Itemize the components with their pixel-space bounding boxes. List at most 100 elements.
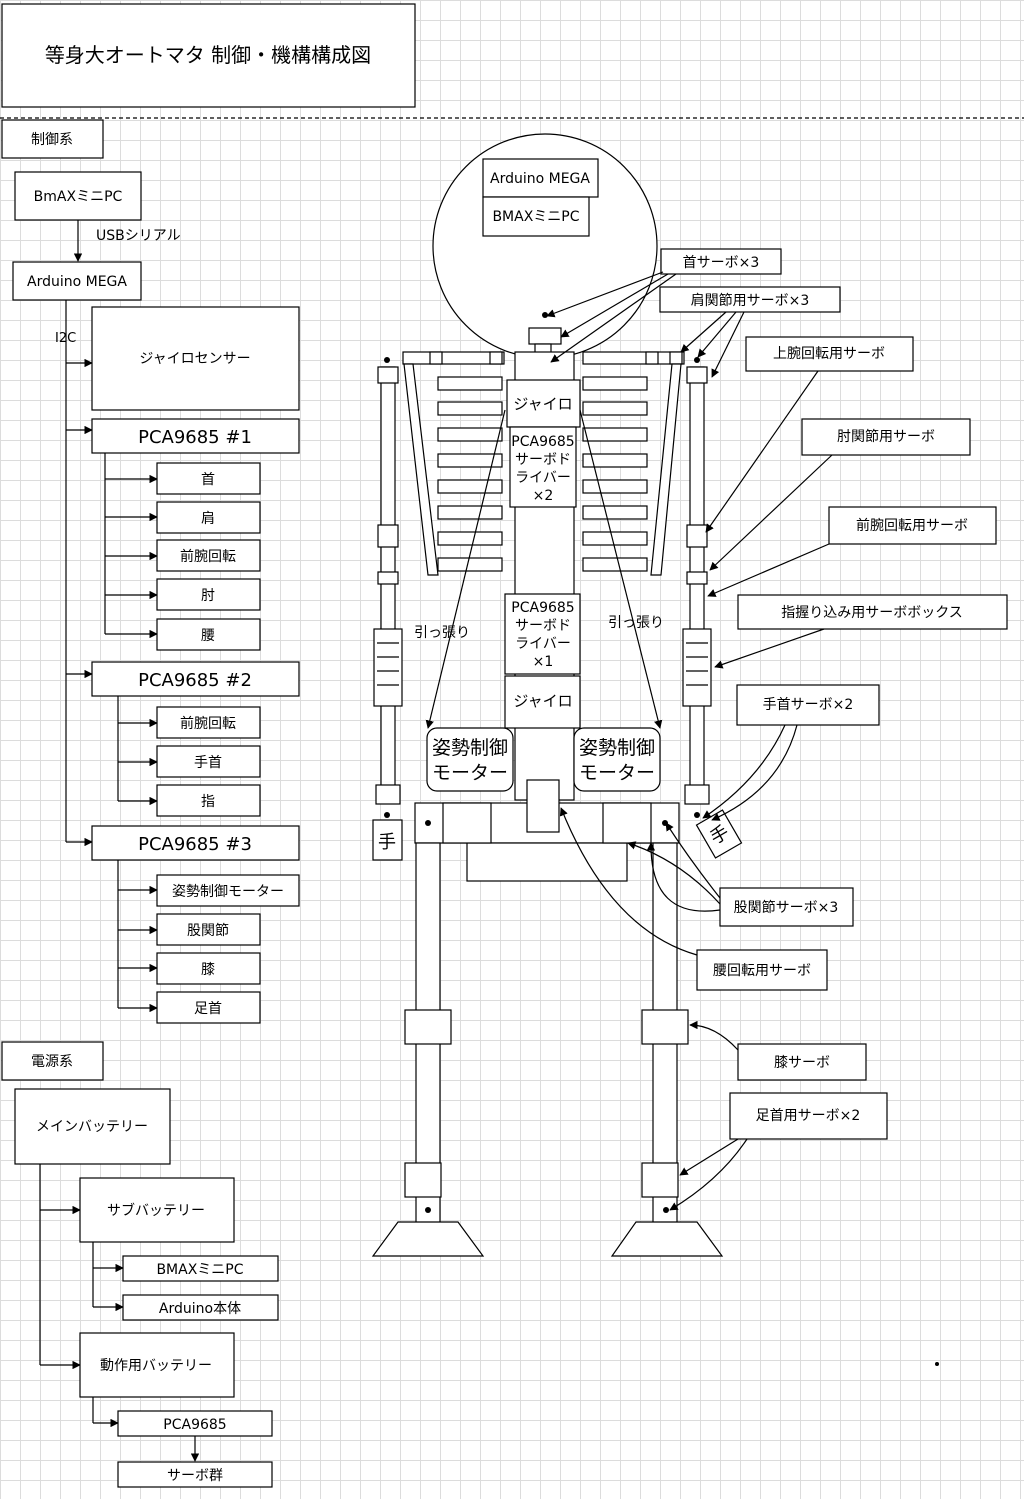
callout-forearm: 前腕回転用サーボ bbox=[856, 517, 968, 534]
gyro-sensor-box bbox=[91, 306, 300, 411]
pca1-item-shoulder-label: 肩 bbox=[201, 511, 215, 527]
lower-pca-line2: サーボド bbox=[515, 618, 571, 634]
callout-wrist-box bbox=[736, 684, 880, 726]
callout-knee: 膝サーボ bbox=[774, 1055, 830, 1071]
pca2-item-wrist-label: 手首 bbox=[194, 755, 222, 771]
right-shoulder-bar bbox=[582, 351, 685, 365]
servo-group-label: サーボ群 bbox=[167, 1468, 223, 1484]
pca1-item-shoulder bbox=[156, 501, 261, 534]
right-pull-line bbox=[579, 409, 663, 729]
head-arduino-label: Arduino MEGA bbox=[490, 171, 590, 187]
callout-upper-arm: 上腕回転用サーボ bbox=[773, 346, 885, 362]
right-finger-servo-box bbox=[682, 628, 712, 707]
lower-pca-box bbox=[504, 593, 581, 675]
gyro-sensor-label: ジャイロセンサー bbox=[139, 351, 250, 367]
sub-item-pc-label: BMAXミニPC bbox=[156, 1262, 243, 1278]
right-foot bbox=[610, 1221, 724, 1257]
sub-battery-label: サブバッテリー bbox=[107, 1202, 205, 1219]
pca3-item-ankle bbox=[156, 991, 261, 1024]
callout-finger-box bbox=[737, 594, 1008, 630]
right-posture-motor bbox=[573, 727, 661, 792]
left-knee-servo bbox=[404, 1009, 452, 1045]
left-pull-label: 引っ張り bbox=[414, 625, 470, 641]
pca1-item-elbow-label: 肘 bbox=[201, 588, 215, 604]
right-pull-label: 引っ張り bbox=[608, 615, 664, 631]
pca2-item-wrist bbox=[156, 745, 261, 778]
upper-pca-box bbox=[509, 426, 577, 508]
left-finger-servo-box bbox=[373, 628, 403, 707]
control-system: 制御系 BmAXミニPC USBシリアル Arduino MEGA I2C ジャ… bbox=[1, 119, 300, 1024]
arduino-label: Arduino MEGA bbox=[27, 274, 127, 290]
right-ankle-servo bbox=[641, 1162, 679, 1198]
callout-hip: 股関節サーボ×3 bbox=[734, 899, 839, 916]
pca2-item-finger bbox=[156, 784, 261, 817]
right-knee-servo bbox=[641, 1009, 689, 1045]
pca1-item-waist-label: 腰 bbox=[201, 628, 215, 644]
callout-waist: 腰回転用サーボ bbox=[713, 963, 811, 979]
callout-hip-box bbox=[719, 887, 854, 927]
arduino-box bbox=[12, 261, 142, 301]
pca2-item-forearm bbox=[156, 706, 261, 739]
right-posture-motor-line1: 姿勢制御 bbox=[579, 737, 655, 759]
upper-pca-line1: PCA9685 bbox=[511, 434, 574, 450]
lower-pca-line1: PCA9685 bbox=[511, 600, 574, 616]
pca3-item-hip bbox=[156, 913, 261, 946]
control-heading-box bbox=[1, 119, 104, 159]
pca1-item-waist bbox=[156, 618, 261, 651]
callout-elbow: 肘関節用サーボ bbox=[837, 428, 935, 445]
power-heading: 電源系 bbox=[31, 1054, 73, 1070]
left-shoulder-bar bbox=[402, 351, 505, 365]
left-posture-motor-line1: 姿勢制御 bbox=[432, 737, 508, 759]
pca3-item-posture-motor bbox=[156, 874, 300, 907]
usb-label: USBシリアル bbox=[96, 228, 181, 244]
sub-item-arduino-label: Arduino本体 bbox=[159, 1301, 241, 1317]
left-hand bbox=[372, 819, 403, 861]
pca1-item-forearm bbox=[156, 539, 261, 572]
title: 等身大オートマタ 制御・機構構成図 bbox=[45, 43, 371, 67]
callout-knee-box bbox=[737, 1043, 867, 1081]
left-pull-line bbox=[425, 409, 506, 729]
lower-gyro-label: ジャイロ bbox=[513, 692, 572, 710]
right-hip-servo bbox=[602, 802, 652, 844]
callout-forearm-box bbox=[828, 506, 997, 545]
upper-gyro-label: ジャイロ bbox=[513, 395, 572, 413]
left-foot bbox=[371, 1221, 485, 1257]
left-rib-frame bbox=[403, 363, 439, 576]
servo-group-box bbox=[117, 1461, 273, 1488]
lower-pca-line3: ライバー bbox=[515, 636, 571, 652]
callout-ankle: 足首用サーボ×2 bbox=[756, 1108, 861, 1124]
callout-upper-arm-box bbox=[745, 336, 914, 372]
pca3-item-ankle-label: 足首 bbox=[194, 1001, 222, 1017]
i2c-label: I2C bbox=[55, 331, 76, 346]
right-posture-motor-line2: モーター bbox=[579, 762, 655, 784]
power-heading-box bbox=[1, 1041, 104, 1081]
pca2-item-forearm-label: 前腕回転 bbox=[180, 715, 236, 732]
right-rib-frame bbox=[650, 363, 682, 576]
pc-label: BmAXミニPC bbox=[34, 189, 123, 205]
left-posture-motor-line2: モーター bbox=[432, 762, 508, 784]
lower-pca-line4: ×1 bbox=[533, 654, 554, 670]
left-ankle-servo bbox=[404, 1162, 442, 1198]
pca3-label: PCA9685 #3 bbox=[138, 834, 252, 855]
robot-figure: Arduino MEGA BMAXミニPC ジ bbox=[371, 133, 939, 1366]
motion-pca-label: PCA9685 bbox=[163, 1417, 226, 1433]
pca2-item-finger-label: 指 bbox=[201, 794, 215, 810]
head-arduino-box bbox=[482, 158, 599, 198]
pca1-label: PCA9685 #1 bbox=[138, 427, 252, 448]
callout-neck-box bbox=[660, 248, 782, 275]
pca1-item-neck bbox=[156, 462, 261, 495]
main-battery-label: メインバッテリー bbox=[36, 1119, 148, 1135]
waist-servo bbox=[526, 779, 560, 833]
pelvis-lower bbox=[466, 842, 628, 882]
upper-pca-line4: ×2 bbox=[533, 488, 554, 504]
pca1-item-elbow bbox=[156, 578, 261, 611]
pca2-box bbox=[91, 661, 300, 697]
pca1-item-neck-label: 首 bbox=[201, 472, 215, 488]
neck-servo bbox=[528, 327, 562, 345]
callout-shoulder-box bbox=[659, 286, 841, 313]
upper-gyro-box bbox=[506, 379, 581, 428]
pca3-item-knee bbox=[156, 952, 261, 985]
head-pc-box bbox=[482, 196, 590, 237]
pca3-item-posture-motor-label: 姿勢制御モーター bbox=[172, 884, 284, 900]
control-heading: 制御系 bbox=[31, 132, 73, 148]
